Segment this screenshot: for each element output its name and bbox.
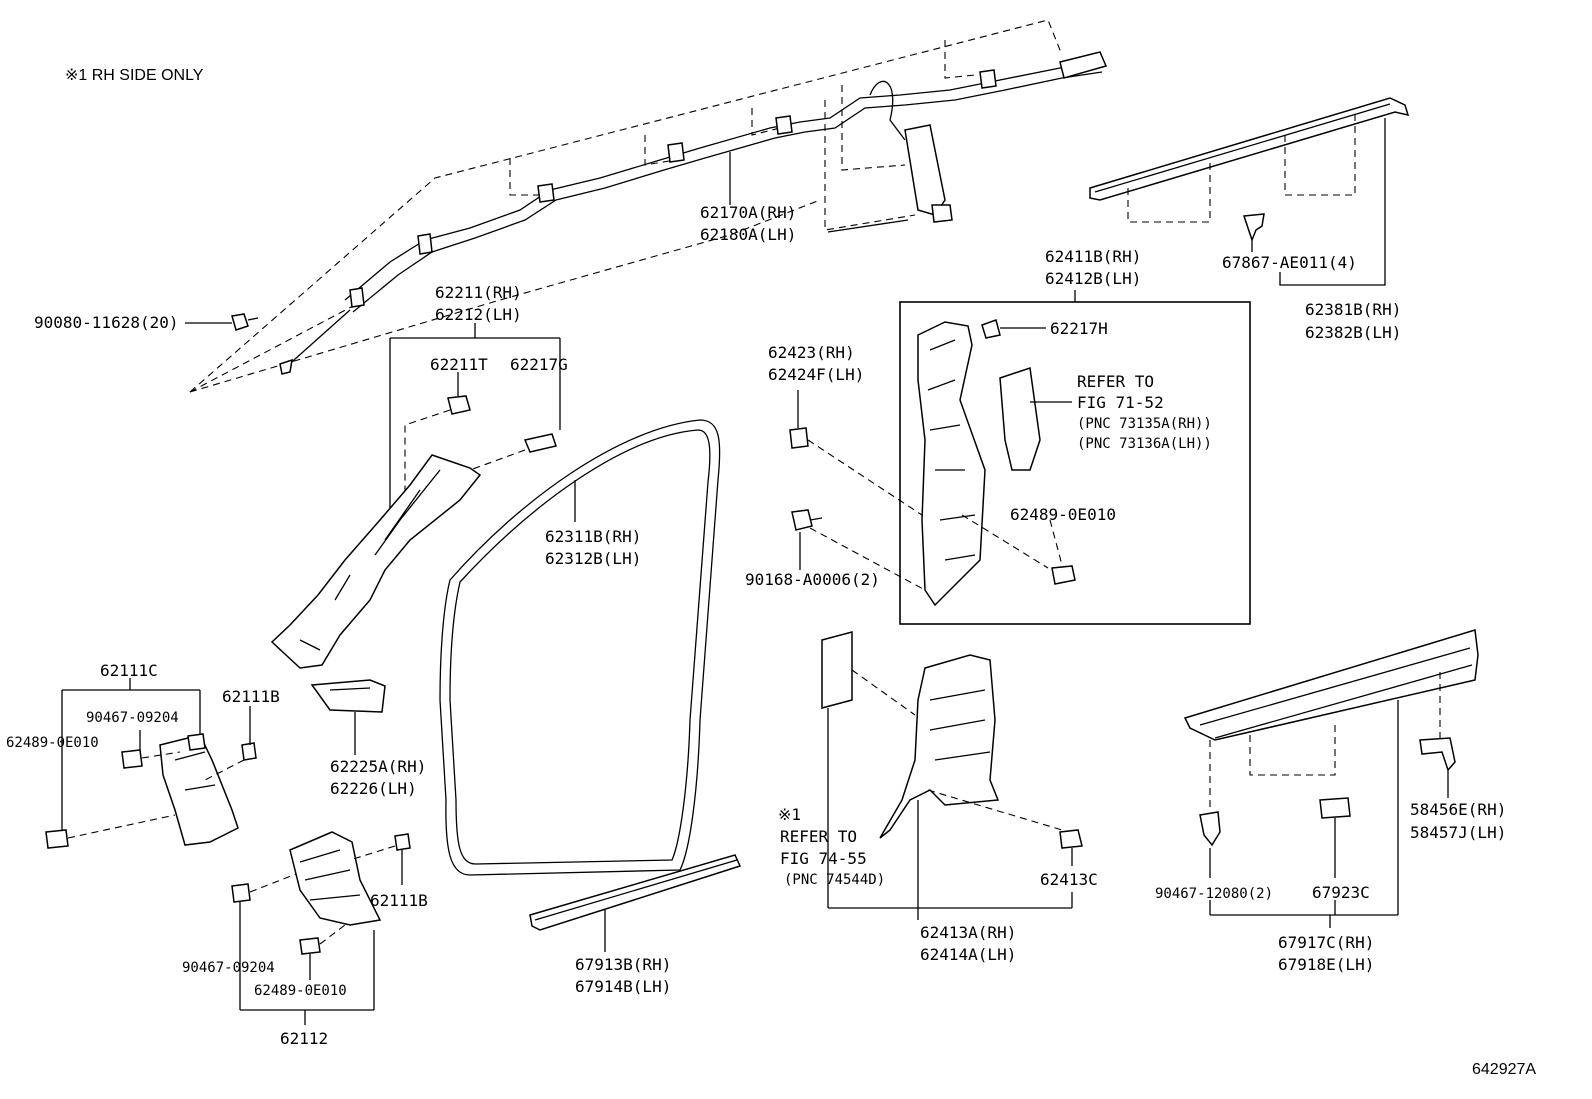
screw-90168 (791, 509, 926, 591)
label-90467-rear: 90467-12080(2) (1155, 886, 1273, 902)
label-62211T: 62211T (430, 355, 488, 374)
refer1-line1: REFER TO (1077, 372, 1154, 391)
label-62217G: 62217G (510, 355, 568, 374)
refer1-line2: FIG 71-52 (1077, 393, 1164, 412)
label-62312B: 62312B(LH) (545, 549, 641, 568)
label-62412B: 62412B(LH) (1045, 269, 1141, 288)
label-62212: 62212(LH) (435, 305, 522, 324)
label-62226: 62226(LH) (330, 779, 417, 798)
label-67923C: 67923C (1312, 883, 1370, 902)
bolt-90080 (185, 313, 259, 331)
refer2-line1: REFER TO (780, 827, 857, 846)
label-62381B: 62381B(RH) (1305, 300, 1401, 319)
label-90467-lower: 90467-09204 (182, 960, 275, 976)
label-62489-upper: 62489-0E010 (6, 735, 99, 751)
label-62180A: 62180A(LH) (700, 225, 796, 244)
refer2-mark: ※1 (778, 805, 801, 824)
refer2-line3: (PNC 74544D) (784, 872, 885, 888)
center-pillar-lower (821, 631, 1083, 920)
cowl-side-trim (45, 678, 257, 849)
label-90168: 90168-A0006(2) (745, 570, 880, 589)
label-67867: 67867-AE011(4) (1222, 253, 1357, 272)
front-pillar-garnish (270, 323, 561, 669)
label-90080: 90080-11628(20) (34, 313, 179, 332)
door-weatherstrip (439, 419, 721, 876)
curtain-airbag-assembly (189, 19, 1108, 393)
label-62489-lower: 62489-0E010 (254, 983, 347, 999)
label-62311B: 62311B(RH) (545, 527, 641, 546)
label-62211: 62211(RH) (435, 283, 522, 302)
label-62225A: 62225A(RH) (330, 757, 426, 776)
label-62111C: 62111C (100, 661, 158, 680)
refer1-line4: (PNC 73136A(LH)) (1077, 436, 1212, 452)
center-pillar-garnish (899, 290, 1251, 625)
label-67914B: 67914B(LH) (575, 977, 671, 996)
label-62413C: 62413C (1040, 870, 1098, 889)
refer1-line3: (PNC 73135A(RH)) (1077, 416, 1212, 432)
figure-id: 642927A (1472, 1061, 1536, 1078)
label-62413A: 62413A(RH) (920, 923, 1016, 942)
kick-panel (231, 831, 411, 1025)
rear-scuff-plate (1183, 629, 1479, 928)
label-67913B: 67913B(RH) (575, 955, 671, 974)
label-62489-center: 62489-0E010 (1010, 505, 1116, 524)
front-pillar-cap (310, 679, 386, 755)
clip-62423 (789, 390, 923, 516)
label-62423: 62423(RH) (768, 343, 855, 362)
label-62414A: 62414A(LH) (920, 945, 1016, 964)
refer2-line2: FIG 74-55 (780, 849, 867, 868)
label-62217H: 62217H (1050, 319, 1108, 338)
door-scuff-plate (529, 854, 742, 952)
label-67918E: 67918E(LH) (1278, 955, 1374, 974)
label-62170A: 62170A(RH) (700, 203, 796, 222)
label-58456E: 58456E(RH) (1410, 800, 1506, 819)
label-62112: 62112 (280, 1029, 328, 1048)
rh-side-only-note: ※1 RH SIDE ONLY (65, 67, 204, 84)
label-62382B: 62382B(LH) (1305, 323, 1401, 342)
roof-side-garnish (1089, 97, 1410, 286)
label-62424F: 62424F(LH) (768, 365, 864, 384)
label-67917C: 67917C(RH) (1278, 933, 1374, 952)
label-90467-upper: 90467-09204 (86, 710, 179, 726)
label-62411B: 62411B(RH) (1045, 247, 1141, 266)
label-62111B-upper: 62111B (222, 687, 280, 706)
label-58457J: 58457J(LH) (1410, 823, 1506, 842)
label-62111B-lower: 62111B (370, 891, 428, 910)
